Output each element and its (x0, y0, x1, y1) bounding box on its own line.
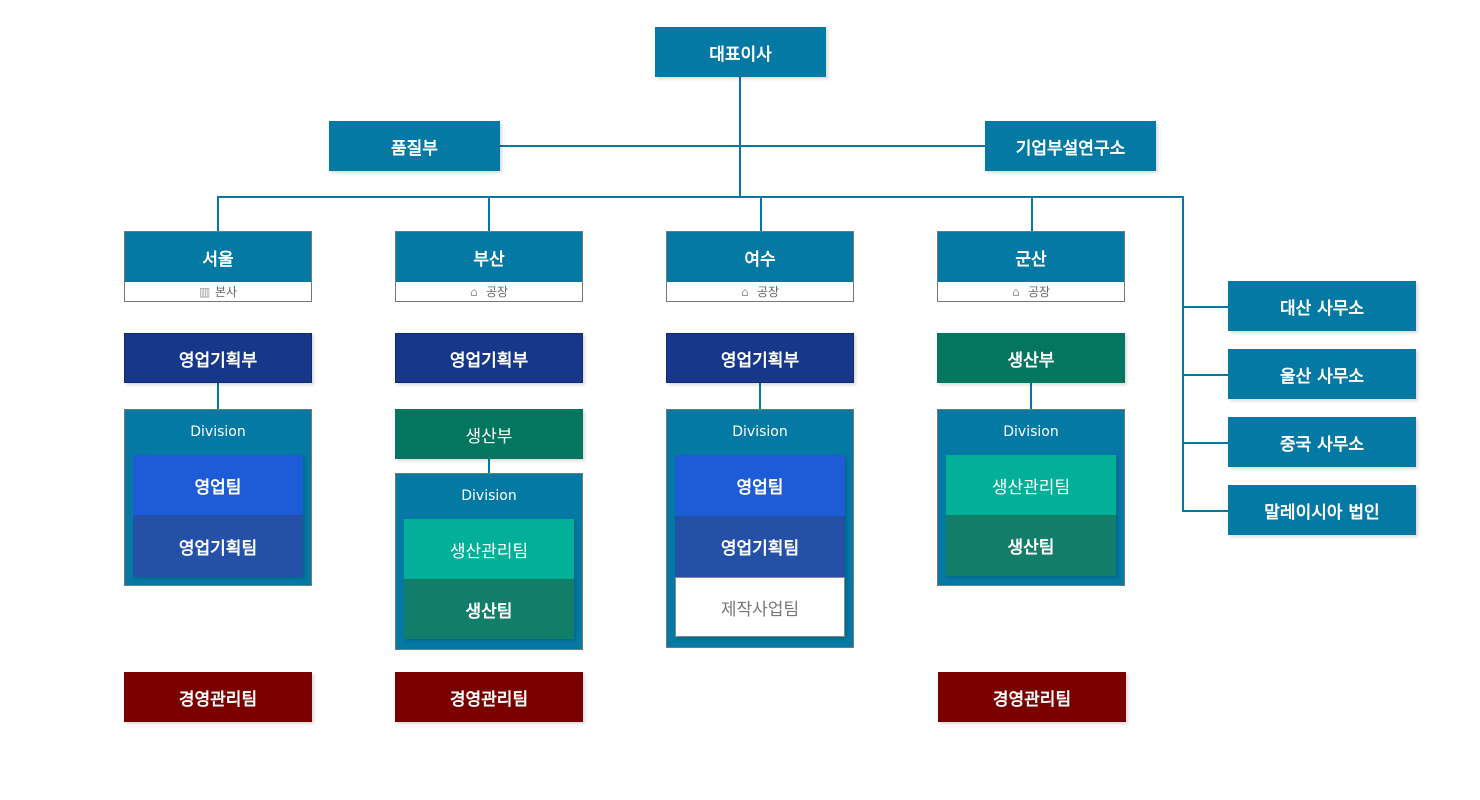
quality-dept-box: 품질부 (329, 121, 500, 171)
region-yeosu: 여수 ⌂ 공장 (666, 231, 854, 302)
connector (1182, 306, 1228, 308)
region-name: 여수 (667, 232, 853, 282)
connector (760, 196, 762, 231)
connector (1182, 374, 1228, 376)
factory-icon: ⌂ (469, 284, 478, 299)
factory-icon: ⌂ (740, 284, 749, 299)
region-gunsan: 군산 ⌂ 공장 (937, 231, 1125, 302)
team-box: 생산팀 (404, 579, 574, 639)
division-label: Division (461, 488, 517, 504)
research-institute-box: 기업부설연구소 (985, 121, 1156, 171)
team-box: 제작사업팀 (675, 577, 845, 637)
connector (217, 196, 1184, 198)
connector (739, 77, 741, 198)
ceo-box: 대표이사 (655, 27, 826, 77)
region-name: 서울 (125, 232, 311, 282)
region-seoul: 서울 ▥본사 (124, 231, 312, 302)
connector (1031, 196, 1033, 231)
sales-planning-dept: 영업기획부 (395, 333, 583, 383)
team-box: 생산관리팀 (946, 455, 1116, 515)
region-name: 군산 (938, 232, 1124, 282)
management-team: 경영관리팀 (395, 672, 583, 722)
division-label: Division (1003, 424, 1059, 440)
team-box: 영업기획팀 (675, 516, 845, 577)
region-name: 부산 (396, 232, 582, 282)
management-team: 경영관리팀 (938, 672, 1126, 722)
region-type: 공장 (485, 285, 509, 299)
division-label: Division (190, 424, 246, 440)
region-type: 공장 (1027, 285, 1051, 299)
region-type: 본사 (214, 285, 238, 299)
connector (217, 196, 219, 231)
team-box: 생산팀 (946, 515, 1116, 576)
connector (488, 459, 490, 473)
office-box: 중국 사무소 (1228, 417, 1416, 467)
connector (1182, 442, 1228, 444)
team-box: 생산관리팀 (404, 519, 574, 579)
management-team: 경영관리팀 (124, 672, 312, 722)
office-box: 울산 사무소 (1228, 349, 1416, 399)
connector (488, 196, 490, 231)
connector (1030, 383, 1032, 409)
sales-planning-dept: 영업기획부 (666, 333, 854, 383)
building-icon: ▥ (198, 284, 211, 299)
team-box: 영업팀 (675, 455, 845, 516)
production-dept: 생산부 (937, 333, 1125, 383)
office-box: 말레이시아 법인 (1228, 485, 1416, 535)
sales-planning-dept: 영업기획부 (124, 333, 312, 383)
team-box: 영업기획팀 (133, 515, 303, 577)
factory-icon: ⌂ (1011, 284, 1020, 299)
connector (1182, 510, 1228, 512)
production-dept: 생산부 (395, 409, 583, 459)
connector (1182, 196, 1184, 512)
connector (500, 145, 985, 147)
region-busan: 부산 ⌂ 공장 (395, 231, 583, 302)
team-box: 영업팀 (133, 455, 303, 515)
office-box: 대산 사무소 (1228, 281, 1416, 331)
division-label: Division (732, 424, 788, 440)
connector (759, 383, 761, 409)
connector (217, 383, 219, 409)
region-type: 공장 (756, 285, 780, 299)
